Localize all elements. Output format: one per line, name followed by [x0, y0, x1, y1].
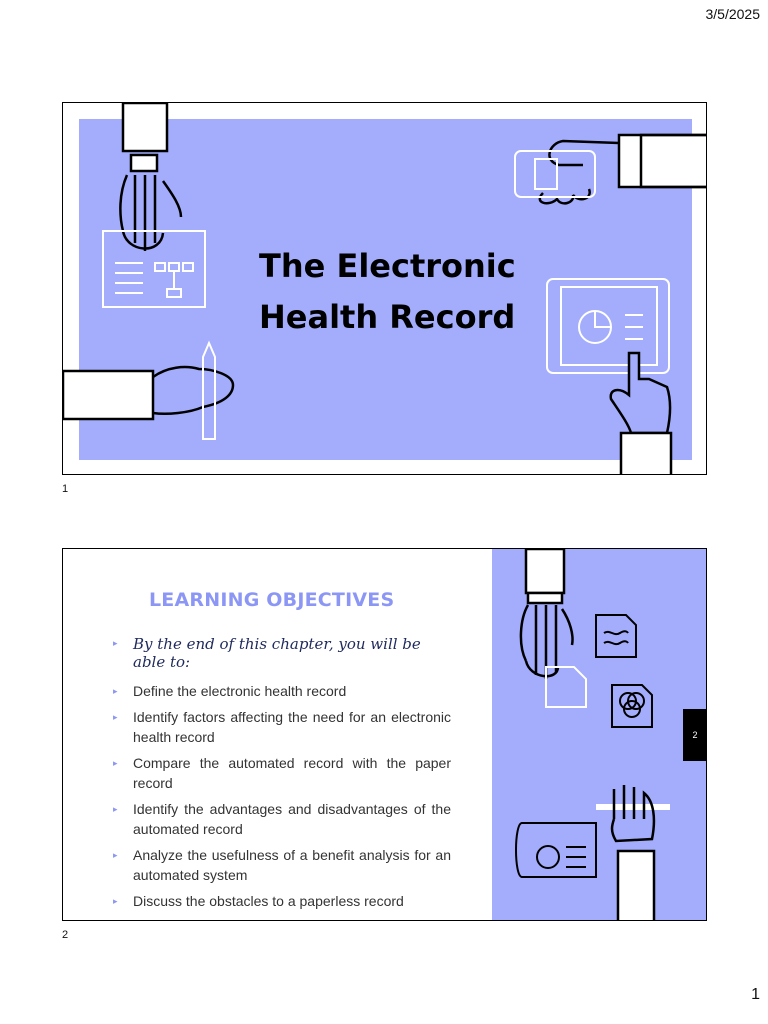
- page-number: 1: [751, 986, 760, 1003]
- title-line-1: The Electronic: [259, 247, 516, 285]
- org-chart-document-icon: [102, 230, 206, 308]
- scroll-globe-icon: [515, 822, 597, 878]
- list-item: ▸Discuss the obstacles to a paperless re…: [113, 893, 404, 909]
- hand-open-icon: [519, 549, 574, 679]
- phone-icon: [514, 150, 596, 198]
- bullet-icon: ▸: [113, 758, 118, 768]
- objectives-lead: ▸By the end of this chapter, you will be…: [113, 635, 421, 671]
- hand-pencil-icon: [63, 365, 235, 421]
- header-date: 3/5/2025: [705, 6, 761, 22]
- list-item: ▸Analyze the usefulness of a benefit ana…: [113, 847, 451, 883]
- bullet-icon: ▸: [113, 639, 118, 649]
- hand-pointing-icon: [609, 351, 673, 474]
- document-icon: [545, 666, 587, 708]
- list-item: ▸Identify the advantages and disadvantag…: [113, 801, 451, 837]
- document-venn-icon: [611, 684, 653, 728]
- learning-objectives-heading: LEARNING OBJECTIVES: [149, 589, 395, 611]
- slide-2-index: 2: [62, 929, 69, 941]
- slide-1-index: 1: [62, 483, 69, 495]
- list-item: ▸Compare the automated record with the p…: [113, 755, 451, 791]
- hand-phone-icon: [538, 133, 706, 205]
- hands-devices-illustration: [63, 103, 706, 474]
- bullet-icon: ▸: [113, 686, 118, 696]
- list-item: ▸Identify factors affecting the need for…: [113, 709, 451, 745]
- bullet-icon: ▸: [113, 896, 118, 906]
- slide-1-title: The Electronic Health Record: [259, 241, 539, 343]
- documents-hands-illustration: [515, 549, 670, 920]
- hand-watch-icon: [119, 103, 183, 251]
- slide-2-side-panel: [492, 549, 706, 920]
- slide-2[interactable]: 2 LEARNING OBJECTIVES ▸By the end of thi…: [62, 548, 707, 921]
- list-item: ▸Define the electronic health record: [113, 683, 347, 699]
- tablet-chart-icon: [546, 278, 670, 374]
- hand-pen-icon: [596, 785, 670, 920]
- pencil-icon: [202, 340, 216, 440]
- bullet-icon: ▸: [113, 804, 118, 814]
- bullet-icon: ▸: [113, 712, 118, 722]
- title-line-2: Health Record: [259, 298, 516, 336]
- document-wave-icon: [595, 614, 637, 658]
- bullet-icon: ▸: [113, 850, 118, 860]
- slide-1[interactable]: The Electronic Health Record: [62, 102, 707, 475]
- objectives-list: ▸By the end of this chapter, you will be…: [111, 635, 451, 917]
- slide-number-tab: 2: [683, 709, 706, 761]
